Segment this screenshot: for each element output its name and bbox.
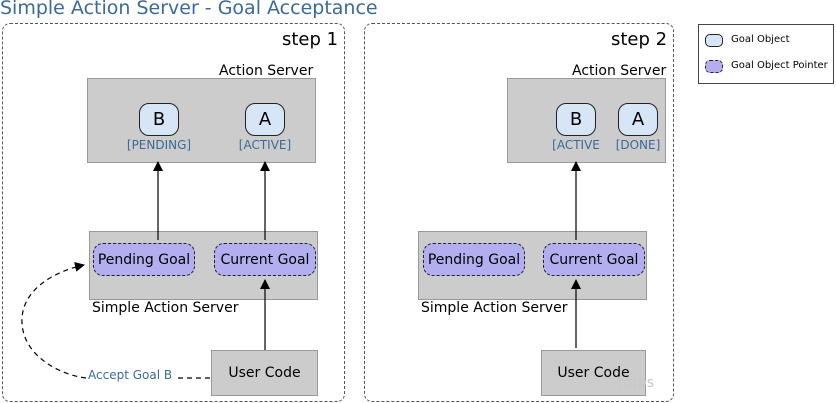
watermark-text: https [618, 375, 655, 391]
step1-goal-a: A [245, 103, 285, 136]
step2-current-goal-pointer: Current Goal [543, 243, 645, 276]
step1-simple-action-server-label: Simple Action Server [92, 300, 239, 316]
step2-user-code-box: User Code [541, 350, 646, 396]
step1-pending-goal-pointer: Pending Goal [93, 243, 195, 276]
legend-goal-object-pointer-label: Goal Object Pointer [731, 60, 828, 71]
step1-current-goal-pointer: Current Goal [214, 243, 316, 276]
step1-panel [2, 23, 345, 402]
legend-goal-object-swatch [705, 34, 723, 47]
step2-goal-b: B [556, 103, 596, 136]
step1-goal-b-state: [PENDING] [126, 138, 192, 152]
step1-goal-a-state: [ACTIVE] [238, 138, 292, 152]
step2-goal-b-state: [ACTIVE [552, 138, 600, 152]
step2-simple-action-server-label: Simple Action Server [421, 300, 568, 316]
step2-action-server-label: Action Server [572, 63, 667, 79]
step2-goal-a-state: [DONE] [615, 138, 661, 152]
step1-user-code-box: User Code [211, 350, 318, 396]
step2-goal-a: A [618, 103, 658, 136]
step1-label: step 1 [282, 29, 339, 50]
step1-action-server-label: Action Server [219, 63, 314, 79]
diagram-title: Simple Action Server - Goal Acceptance [0, 0, 378, 19]
legend-goal-object-label: Goal Object [731, 34, 790, 45]
step1-accept-goal-curve [21, 265, 210, 379]
step1-accept-goal-label: Accept Goal B [88, 368, 173, 382]
step2-pending-goal-pointer: Pending Goal [423, 243, 525, 276]
step1-goal-b: B [139, 103, 179, 136]
step2-panel [364, 23, 674, 402]
step2-label: step 2 [611, 29, 668, 50]
legend-goal-object-pointer-swatch [705, 60, 723, 73]
